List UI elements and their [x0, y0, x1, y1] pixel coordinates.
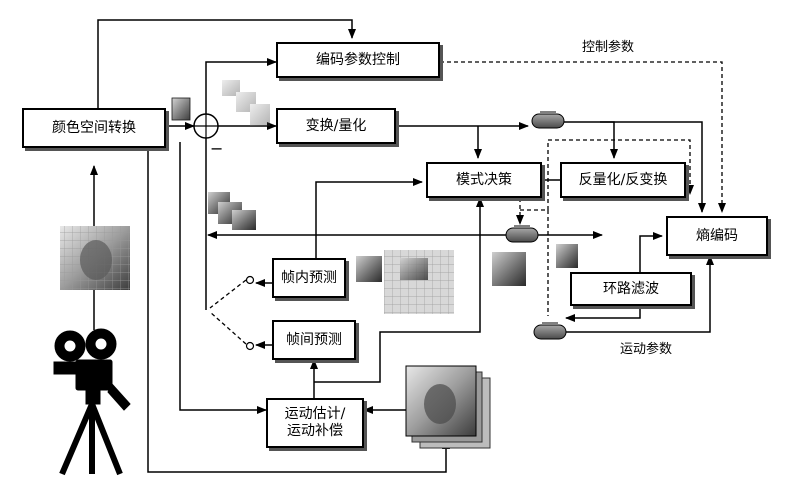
edge-color-to-me [179, 142, 267, 414]
recon-tiles-image [208, 192, 256, 230]
switch-node-upper [245, 275, 255, 285]
motion-est-comp-block: 运动估计/ 运动补偿 [266, 398, 364, 448]
edge-ctrl-params [440, 61, 726, 213]
edge-mode-dash-right [520, 139, 694, 211]
summing-junction-icon [193, 113, 219, 139]
capsule-switch-icon [505, 225, 539, 243]
inter-block-image [492, 244, 578, 286]
block-tile-image [171, 97, 191, 121]
edge-filter-to-sw3 [565, 300, 641, 322]
control-params-label: 控制参数 [582, 40, 635, 55]
edge-sw-lower [209, 311, 247, 345]
inter-prediction-block: 帧间预测 [272, 320, 356, 360]
intra-prediction-block: 帧内预测 [272, 258, 346, 298]
switch-node-lower [245, 341, 255, 351]
motion-est-comp-label: 运动估计/ 运动补偿 [284, 406, 346, 439]
entropy-coding-label: 熵编码 [696, 227, 738, 244]
edge-adder-to-coding-ctrl [205, 58, 277, 114]
edge-color-to-fb [147, 145, 450, 473]
edge-switch-to-entropy [600, 121, 706, 213]
coding-param-control-label: 编码参数控制 [316, 51, 400, 68]
residual-tiles-image [222, 80, 270, 126]
reference-frame-image [405, 365, 491, 449]
capsule-switch-icon [531, 111, 565, 129]
inverse-quant-block: 反量化/反变换 [560, 162, 686, 198]
edge-motion-params [566, 255, 714, 333]
coding-param-control-block: 编码参数控制 [276, 42, 440, 78]
inter-prediction-label: 帧间预测 [286, 331, 342, 348]
loop-filter-label: 环路滤波 [603, 280, 659, 297]
intra-prediction-label: 帧内预测 [281, 269, 337, 286]
motion-params-label: 运动参数 [620, 342, 673, 357]
edge-filter-to-entropy [639, 232, 663, 272]
intra-block-image [356, 250, 454, 314]
capsule-switch-icon [533, 322, 567, 340]
mode-decision-block: 模式决策 [426, 162, 542, 198]
transform-quant-block: 变换/量化 [276, 108, 396, 144]
edge-intra-to-mode [315, 178, 423, 258]
edge-me-to-mode [314, 197, 484, 383]
minus-sign: − [210, 139, 223, 158]
movie-camera-icon [53, 328, 131, 476]
edge-sw-upper [209, 279, 247, 309]
entropy-coding-block: 熵编码 [666, 216, 768, 256]
color-space-block: 颜色空间转换 [22, 108, 166, 148]
color-space-label: 颜色空间转换 [52, 119, 136, 136]
edge-color-to-coding-ctrl [97, 19, 356, 108]
loop-filter-block: 环路滤波 [570, 272, 692, 306]
transform-quant-label: 变换/量化 [305, 117, 367, 134]
input-frame-image [60, 226, 130, 290]
mode-decision-label: 模式决策 [456, 171, 512, 188]
inverse-quant-label: 反量化/反变换 [578, 171, 668, 188]
